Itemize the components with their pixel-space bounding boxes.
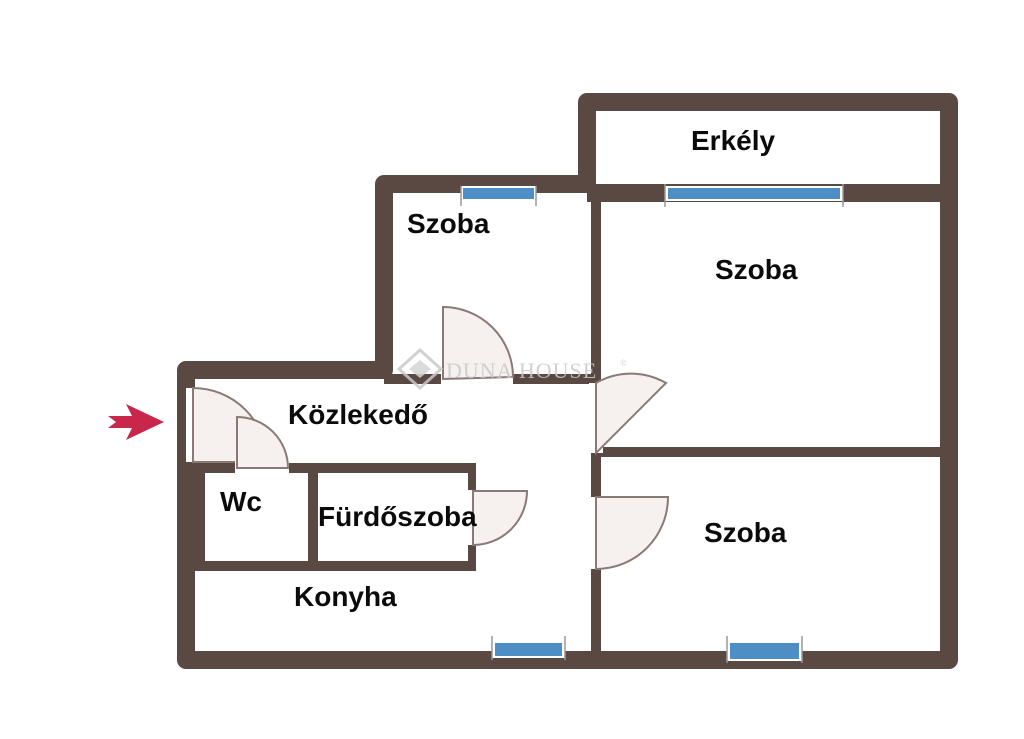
room-label-kozlekedo: Közlekedő [288, 399, 428, 430]
window-icon [664, 184, 844, 207]
room-label-furdoszoba: Fürdőszoba [318, 501, 477, 532]
watermark: DUNA HOUSE ® [396, 347, 628, 391]
door-icon [589, 496, 670, 571]
window-icon [491, 636, 566, 660]
door-icon [589, 372, 668, 456]
outer-wall [177, 93, 958, 669]
room-label-szoba-lower: Szoba [704, 517, 787, 548]
watermark-mark: ® [620, 358, 628, 368]
house-logo-icon [396, 347, 444, 391]
door-icon [235, 415, 290, 475]
window-icon [726, 636, 803, 663]
window-icon [460, 186, 537, 206]
room-label-konyha: Konyha [294, 581, 397, 612]
entrance-arrow-icon [108, 404, 164, 440]
room-label-wc: Wc [220, 486, 262, 517]
door-icon [472, 490, 529, 547]
room-label-szoba-small: Szoba [407, 208, 490, 239]
room-label-szoba-large: Szoba [715, 254, 798, 285]
door-icon [441, 305, 515, 386]
doors [186, 305, 670, 571]
room-label-erkely: Erkély [691, 125, 775, 156]
room-labels: Erkély Szoba Szoba Szoba Közlekedő Wc Fü… [220, 125, 798, 612]
watermark-text: DUNA HOUSE [446, 358, 597, 383]
windows [460, 184, 844, 663]
